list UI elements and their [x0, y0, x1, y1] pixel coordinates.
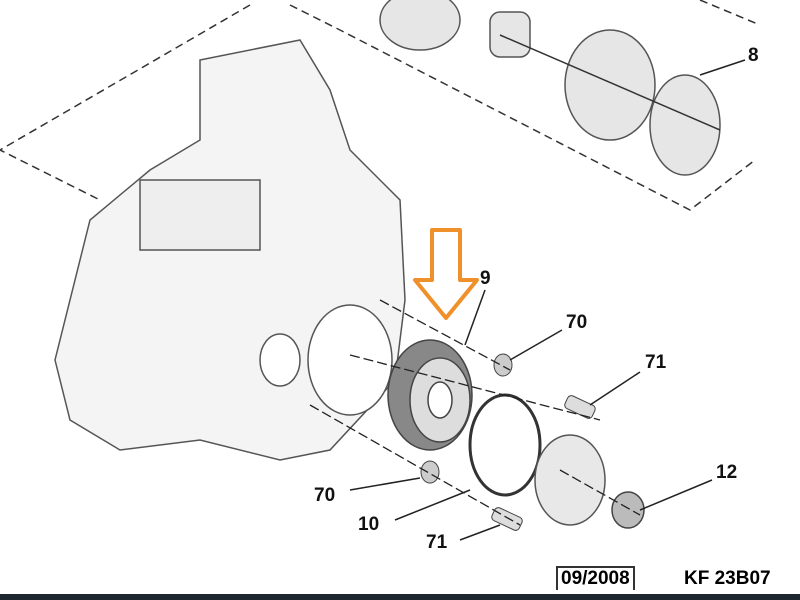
part-label-71-lower: 71 [426, 532, 448, 553]
part-label-71-upper: 71 [645, 352, 667, 373]
gear-shaft-8 [379, 0, 721, 176]
bolt-71-lower [491, 507, 523, 531]
nut-12 [611, 491, 645, 529]
diagram-date: 09/2008 [556, 566, 635, 590]
bearing-9 [387, 339, 473, 451]
circlip-10 [468, 393, 542, 497]
part-label-9: 9 [480, 268, 491, 289]
gearbox-housing [54, 39, 406, 461]
washer-70-lower [420, 460, 440, 484]
part-label-8: 8 [748, 45, 759, 66]
bolt-71-upper [564, 395, 596, 419]
part-label-70-lower: 70 [314, 485, 336, 506]
diagram-reference: KF 23B07 [684, 568, 771, 589]
part-label-12: 12 [716, 462, 738, 483]
dashed-outline [0, 0, 761, 211]
axis-lines [309, 299, 641, 526]
leader-lines [349, 59, 746, 541]
highlight-arrow-icon [413, 228, 479, 320]
washer-70-upper [493, 353, 513, 377]
part-label-70-upper: 70 [566, 312, 588, 333]
bottom-bar [0, 594, 800, 600]
part-label-10: 10 [358, 514, 380, 535]
gear-part [534, 434, 606, 526]
